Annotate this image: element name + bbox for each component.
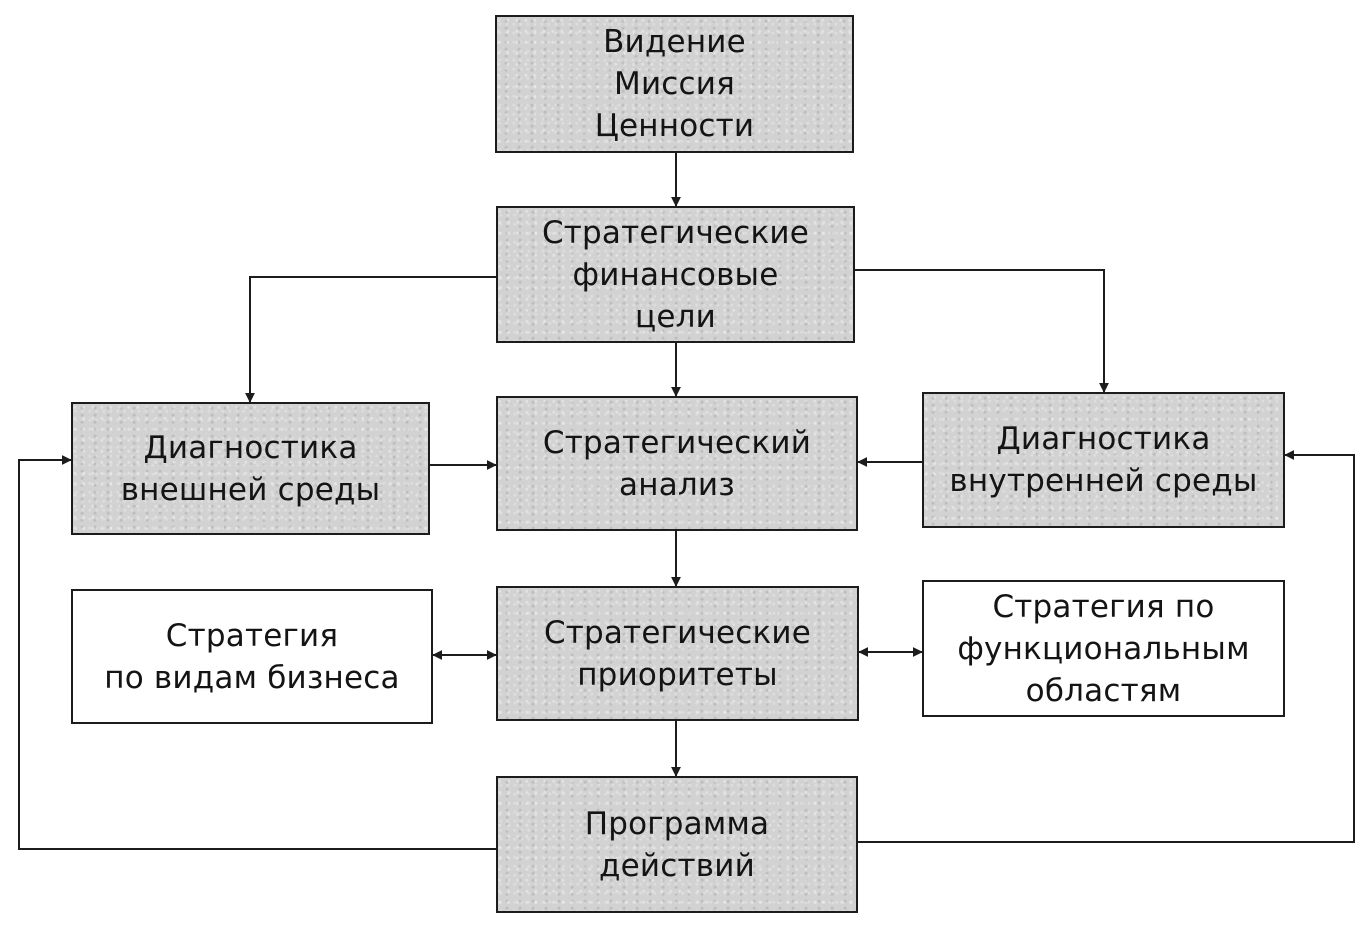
box-line: по видам бизнеса (104, 659, 400, 696)
functional-strategy-box: Стратегия по функциональным областям (922, 580, 1285, 717)
box-line: Диагностика (143, 429, 358, 466)
box-line: Ценности (594, 108, 755, 144)
business-strategy-box: Стратегия по видам бизнеса (71, 589, 433, 724)
arrow-goals-to-external (245, 276, 496, 403)
box-line: Программа (584, 805, 770, 842)
strategic-priorities-box: Стратегические приоритеты (496, 586, 859, 721)
box-line: анализ (619, 466, 735, 503)
strategic-analysis-box: Стратегический анализ (496, 396, 858, 531)
box-line: приоритеты (577, 656, 778, 693)
box-line: финансовые (572, 256, 779, 293)
box-line: Стратегические (543, 614, 812, 651)
feedback-program-to-internal (858, 450, 1355, 843)
box-line: Видение (603, 24, 746, 60)
feedback-program-to-external (18, 455, 496, 850)
box-line: Диагностика (996, 421, 1211, 457)
internal-diagnostics-box: Диагностика внутренней среды (922, 392, 1285, 528)
box-line: областям (1025, 672, 1182, 709)
action-program-box: Программа действий (496, 776, 858, 913)
box-line: внешней среды (120, 471, 381, 508)
box-line: внутренней среды (949, 463, 1258, 499)
box-line: действий (599, 847, 755, 884)
box-line: Стратегический (542, 424, 812, 461)
box-line: Стратегические (541, 214, 810, 251)
arrow-goals-to-internal (855, 269, 1109, 393)
box-line: Миссия (614, 66, 735, 102)
box-line: цели (635, 298, 716, 335)
box-line: функциональным (957, 630, 1250, 667)
vision-mission-values-box: Видение Миссия Ценности (495, 15, 854, 153)
box-line: Стратегия по (992, 588, 1215, 625)
box-line: Стратегия (165, 617, 339, 654)
strategic-financial-goals-box: Стратегические финансовые цели (496, 206, 855, 343)
external-diagnostics-box: Диагностика внешней среды (71, 402, 430, 535)
